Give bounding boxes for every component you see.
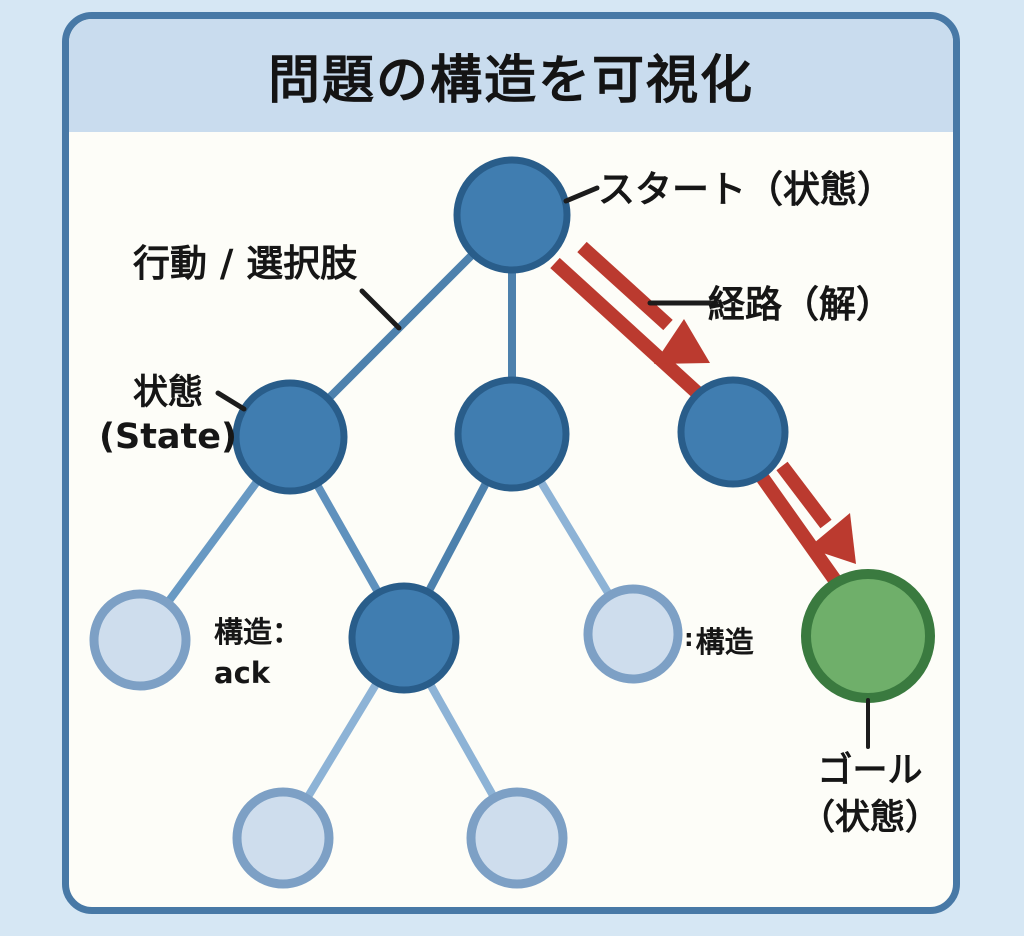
route-arrow-2-short-shaft bbox=[776, 461, 832, 529]
node-leaf-bottom-left bbox=[232, 787, 334, 889]
route-arrowhead-2 bbox=[808, 513, 856, 564]
page-title: 問題の構造を可視化 bbox=[267, 51, 754, 111]
node-state-center-lower bbox=[348, 582, 460, 694]
node-start bbox=[453, 156, 571, 274]
action-label-connector bbox=[359, 288, 402, 331]
state-label: 状態 (State) bbox=[58, 372, 278, 460]
tree-edges bbox=[136, 212, 637, 841]
goal-label-line2: （状態） bbox=[799, 798, 940, 839]
structure-left-line2: ack bbox=[214, 655, 271, 690]
goal-state-label: ゴール （状態） bbox=[775, 748, 965, 843]
structure-left-label: 構造： ack bbox=[214, 612, 301, 693]
node-state-right bbox=[677, 376, 789, 488]
structure-right-text: 構造 bbox=[695, 625, 754, 659]
structure-right-tick: : bbox=[684, 624, 694, 652]
state-label-line1: 状態 bbox=[132, 373, 203, 413]
route-arrow-2-long-shaft bbox=[756, 472, 848, 595]
route-arrows bbox=[550, 241, 856, 595]
node-state-middle bbox=[454, 376, 570, 492]
node-goal bbox=[801, 569, 935, 703]
state-label-line2: (State) bbox=[98, 416, 238, 457]
state-label-connector bbox=[215, 390, 247, 412]
start-state-label: スタート（状態） bbox=[598, 168, 894, 211]
route-solution-label: 経路（解） bbox=[708, 283, 893, 326]
title-band: 問題の構造を可視化 bbox=[69, 19, 953, 132]
goal-label-line1: ゴール bbox=[817, 751, 923, 791]
structure-left-line1: 構造： bbox=[214, 615, 302, 649]
route-arrowhead-1 bbox=[654, 319, 710, 364]
start-label-connector bbox=[563, 185, 600, 204]
label-connectors bbox=[215, 185, 870, 749]
tree-nodes bbox=[89, 156, 935, 889]
route-arrow-1-short-shaft bbox=[577, 241, 673, 331]
action-choices-label: 行動 / 選択肢 bbox=[133, 242, 358, 285]
route-arrow-1-long-shaft bbox=[550, 257, 708, 404]
node-leaf-bottom-right bbox=[466, 787, 568, 889]
node-state-left bbox=[232, 379, 348, 495]
node-leaf-mid-right bbox=[583, 584, 683, 684]
structure-right-label: :構造 bbox=[684, 622, 754, 663]
node-leaf-far-left bbox=[89, 589, 191, 691]
